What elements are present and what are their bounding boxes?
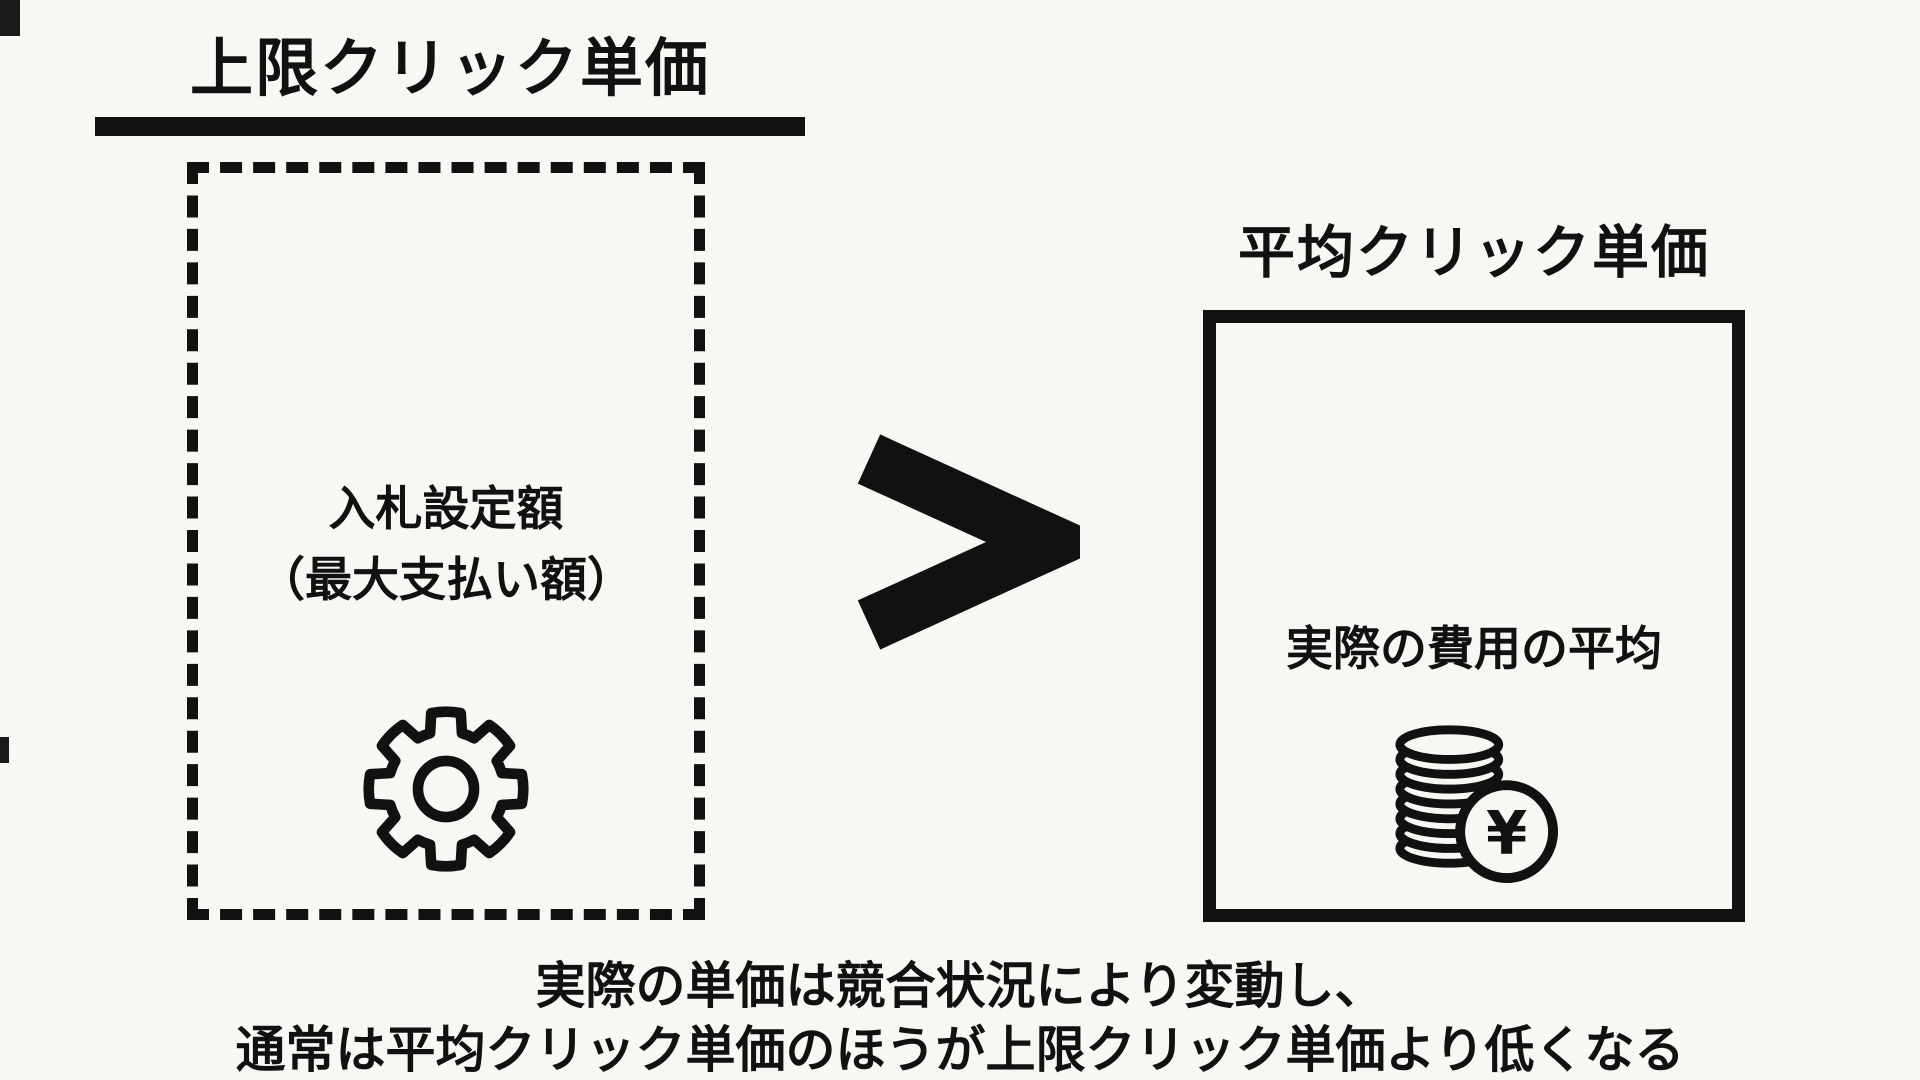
max-cpc-box: 入札設定額 （最大支払い額） (187, 162, 705, 920)
bid-amount-label-line2: （最大支払い額） (258, 553, 634, 606)
scan-artifact-left-edge (0, 737, 9, 763)
greater-than-symbol: > (845, 425, 1080, 660)
bid-amount-label: 入札設定額 （最大支払い額） (198, 473, 694, 615)
coins-yen-icon: ¥ (1390, 715, 1558, 883)
yen-symbol: ¥ (1486, 798, 1527, 867)
scan-artifact-top-left (0, 0, 20, 36)
caption-line-1: 実際の単価は競合状況により変動し、 (535, 958, 1385, 1014)
max-cpc-title-underline (95, 117, 805, 136)
caption-line-2: 通常は平均クリック単価のほうが上限クリック単価より低くなる (235, 1022, 1685, 1078)
max-cpc-title: 上限クリック単価 (190, 34, 710, 104)
actual-cost-label: 実際の費用の平均 (1286, 622, 1662, 675)
gear-icon (360, 703, 532, 875)
avg-cpc-title: 平均クリック単価 (1238, 221, 1710, 285)
avg-cpc-box: 実際の費用の平均 ¥ (1203, 310, 1745, 922)
bid-amount-label-line1: 入札設定額 (328, 482, 564, 535)
